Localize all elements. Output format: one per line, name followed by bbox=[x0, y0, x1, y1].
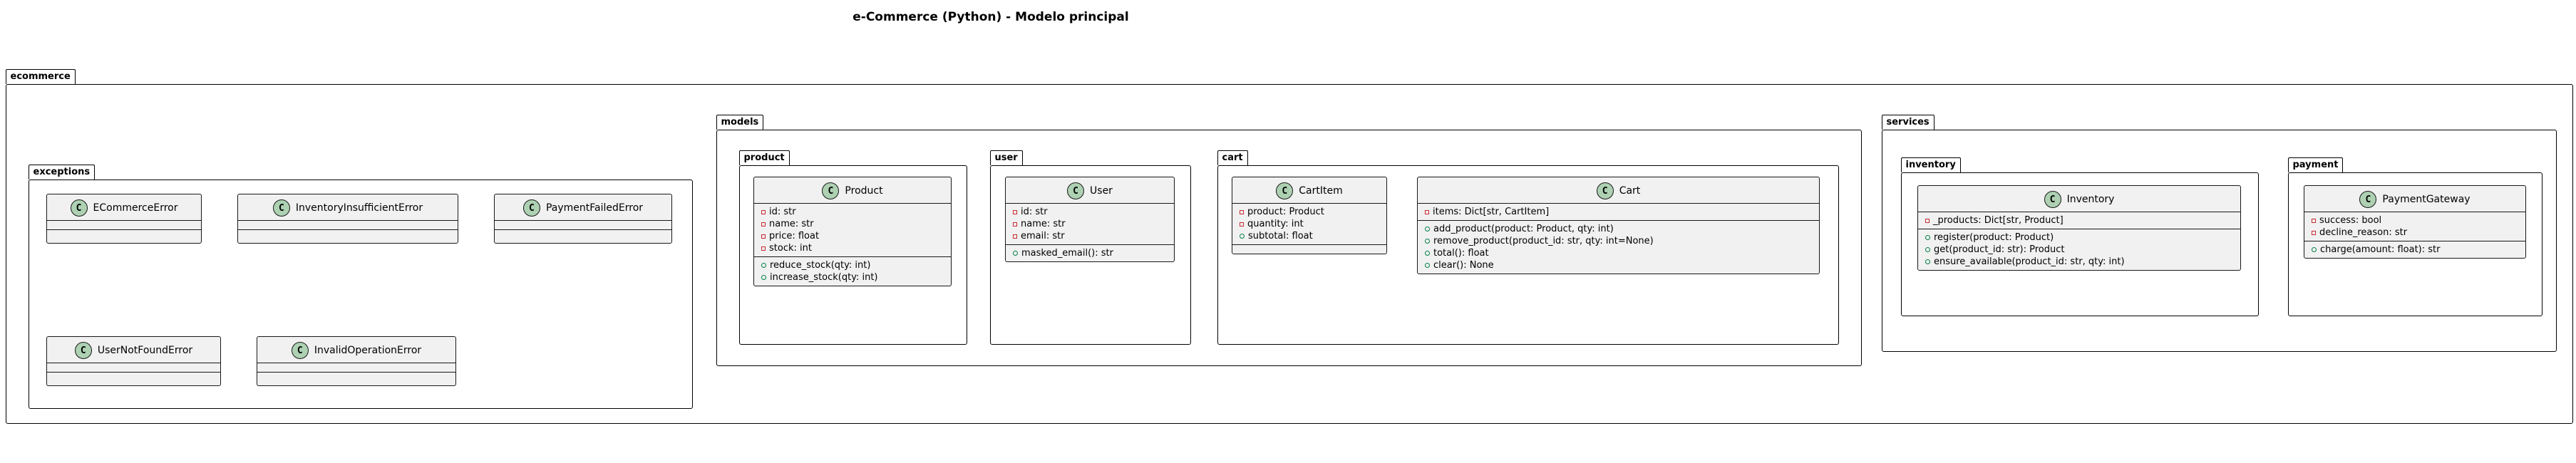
package-label: cart bbox=[1217, 150, 1248, 165]
class-name: User bbox=[1090, 185, 1113, 197]
package-label: payment bbox=[2287, 157, 2344, 172]
public-icon bbox=[1425, 251, 1430, 256]
package-label: exceptions bbox=[28, 165, 96, 180]
private-icon bbox=[1925, 218, 1930, 223]
class-inventory[interactable]: C Inventory _products: Dict[str, Product]… bbox=[1917, 185, 2241, 271]
attribute: product: Product bbox=[1247, 207, 1324, 217]
attribute: success: bool bbox=[2319, 215, 2382, 226]
class-icon: C bbox=[2359, 191, 2377, 208]
public-icon bbox=[1013, 251, 1018, 256]
private-icon bbox=[1240, 209, 1244, 214]
class-name: PaymentGateway bbox=[2382, 194, 2471, 205]
method: clear(): None bbox=[1433, 260, 1494, 271]
class-user[interactable]: C User id: str name: str email: str maske… bbox=[1005, 177, 1175, 262]
class-cartitem[interactable]: C CartItem product: Product quantity: int… bbox=[1232, 177, 1387, 254]
attribute: id: str bbox=[769, 207, 796, 217]
class-icon: C bbox=[1276, 182, 1294, 199]
private-icon bbox=[1425, 209, 1429, 214]
private-icon bbox=[761, 234, 766, 239]
class-inventoryinsufficienterror[interactable]: C InventoryInsufficientError bbox=[237, 194, 458, 244]
method: remove_product(product_id: str, qty: int… bbox=[1433, 236, 1654, 246]
class-name: InvalidOperationError bbox=[314, 345, 422, 356]
method: register(product: Product) bbox=[1934, 232, 2054, 243]
method: total(): float bbox=[1433, 248, 1489, 259]
method: add_product(product: Product, qty: int) bbox=[1433, 224, 1614, 234]
attribute: name: str bbox=[1021, 219, 1066, 229]
private-icon bbox=[1013, 209, 1017, 214]
class-name: Product bbox=[845, 185, 883, 197]
attribute: email: str bbox=[1021, 231, 1065, 241]
public-icon bbox=[1425, 239, 1430, 244]
class-name: InventoryInsufficientError bbox=[295, 202, 423, 214]
private-icon bbox=[2312, 230, 2316, 235]
public-icon bbox=[1425, 227, 1430, 232]
public-icon bbox=[2312, 247, 2317, 252]
class-icon: C bbox=[822, 182, 840, 199]
class-name: Inventory bbox=[2066, 194, 2115, 205]
attribute: name: str bbox=[769, 219, 814, 229]
attribute: subtotal: float bbox=[1248, 231, 1313, 241]
class-name: CartItem bbox=[1299, 185, 1343, 197]
package-label: services bbox=[1881, 115, 1934, 130]
private-icon bbox=[1013, 234, 1017, 239]
class-icon: C bbox=[1067, 182, 1085, 199]
method: ensure_available(product_id: str, qty: i… bbox=[1934, 256, 2125, 267]
class-icon: C bbox=[522, 199, 540, 217]
class-ecommerceerror[interactable]: C ECommerceError bbox=[46, 194, 202, 244]
attribute: stock: int bbox=[769, 243, 812, 254]
class-invalidoperationerror[interactable]: C InvalidOperationError bbox=[257, 336, 456, 386]
public-icon bbox=[1925, 235, 1930, 240]
attribute: _products: Dict[str, Product] bbox=[1933, 215, 2064, 226]
public-icon bbox=[1240, 234, 1245, 239]
class-icon: C bbox=[74, 342, 92, 359]
class-name: UserNotFoundError bbox=[97, 345, 193, 356]
attribute: id: str bbox=[1021, 207, 1048, 217]
class-name: PaymentFailedError bbox=[545, 202, 644, 214]
package-label: inventory bbox=[1900, 157, 1961, 172]
class-name: ECommerceError bbox=[93, 202, 178, 214]
method: charge(amount: float): str bbox=[2320, 244, 2441, 255]
package-label: product bbox=[738, 150, 790, 165]
package-label: models bbox=[716, 115, 764, 130]
public-icon bbox=[1425, 263, 1430, 268]
class-name: Cart bbox=[1619, 185, 1641, 197]
package-label: ecommerce bbox=[5, 69, 76, 84]
package-label: user bbox=[989, 150, 1023, 165]
private-icon bbox=[1013, 222, 1017, 227]
private-icon bbox=[1240, 222, 1244, 227]
class-icon: C bbox=[2044, 191, 2061, 208]
class-paymentfailederror[interactable]: C PaymentFailedError bbox=[494, 194, 672, 244]
attribute: quantity: int bbox=[1247, 219, 1304, 229]
class-icon: C bbox=[1596, 182, 1614, 199]
method: get(product_id: str): Product bbox=[1934, 244, 2065, 255]
method: increase_stock(qty: int) bbox=[770, 272, 878, 283]
public-icon bbox=[1925, 259, 1930, 264]
method: reduce_stock(qty: int) bbox=[770, 260, 871, 271]
private-icon bbox=[761, 246, 766, 251]
class-usernotfounderror[interactable]: C UserNotFoundError bbox=[46, 336, 221, 386]
attribute: decline_reason: str bbox=[2319, 227, 2408, 238]
private-icon bbox=[2312, 218, 2316, 223]
public-icon bbox=[1925, 247, 1930, 252]
class-cart[interactable]: C Cart items: Dict[str, CartItem] add_pro… bbox=[1417, 177, 1820, 274]
public-icon bbox=[761, 263, 766, 268]
diagram-title: e-Commerce (Python) - Modelo principal bbox=[852, 10, 1129, 24]
class-icon: C bbox=[70, 199, 88, 217]
private-icon bbox=[761, 209, 766, 214]
class-icon: C bbox=[291, 342, 309, 359]
public-icon bbox=[761, 275, 766, 280]
method: masked_email(): str bbox=[1021, 248, 1113, 259]
attribute: items: Dict[str, CartItem] bbox=[1433, 207, 1550, 217]
class-icon: C bbox=[272, 199, 290, 217]
private-icon bbox=[761, 222, 766, 227]
class-paymentgateway[interactable]: C PaymentGateway success: bool decline_re… bbox=[2304, 185, 2526, 259]
attribute: price: float bbox=[769, 231, 820, 241]
